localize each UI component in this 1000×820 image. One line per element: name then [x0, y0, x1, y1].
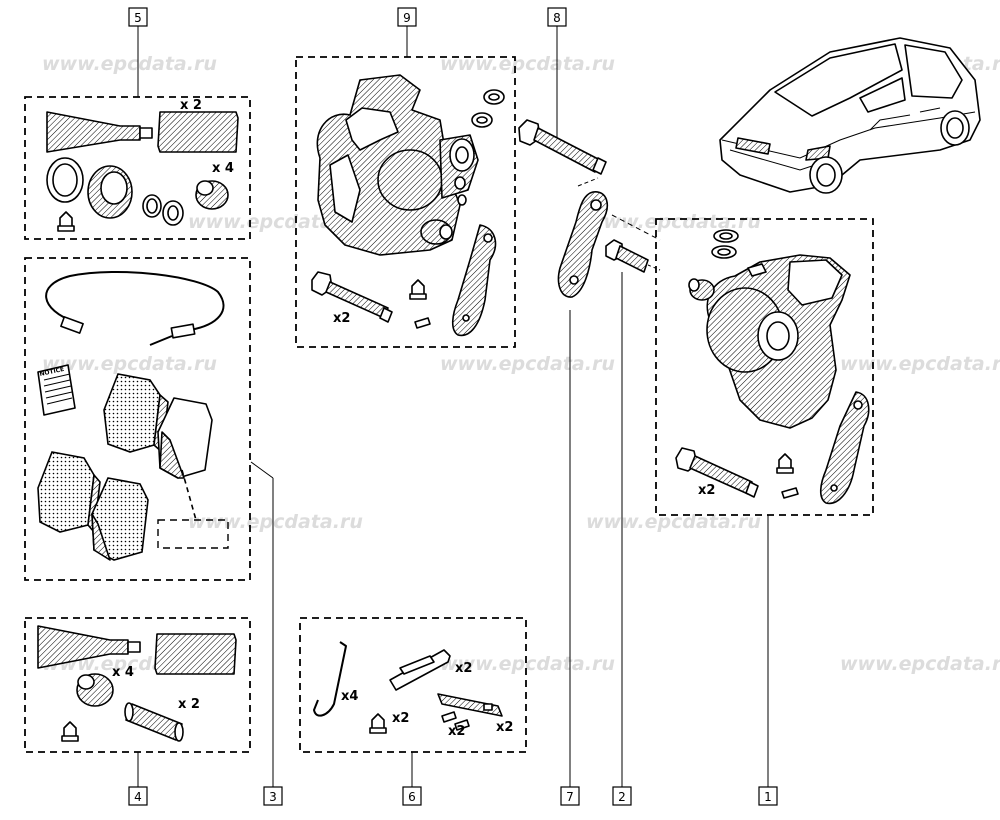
qty-label: x 2: [180, 98, 202, 113]
wear-sensor-wire-icon: [45, 271, 225, 331]
callout-label: 1: [764, 790, 772, 804]
kit-3-parts: NOTICE: [37, 271, 229, 561]
guide-pin-boot-icon: [420, 219, 453, 245]
dust-boot-icon: [195, 180, 229, 210]
qty-label: x2: [333, 311, 350, 326]
mounting-plate-7: [557, 177, 661, 298]
callout-label: 5: [134, 11, 142, 25]
callout-3[interactable]: 3: [263, 786, 283, 806]
kit-6-frame: [299, 617, 527, 753]
caliper-1-frame: [655, 218, 874, 516]
bracket-bolt-icon: [311, 271, 393, 323]
watermark: www.epcdata.ru: [188, 511, 363, 533]
brake-pad-icon: [103, 373, 161, 453]
callout-label: 8: [553, 11, 561, 25]
callout-1[interactable]: 1: [758, 786, 778, 806]
qty-label: x2: [448, 724, 465, 739]
qty-label: x4: [341, 689, 358, 704]
qty-label: x2: [496, 720, 513, 735]
piston-seal-icon: [87, 165, 133, 219]
grease-sachet-icon: [154, 633, 237, 675]
caliper-piston-housing-icon: [706, 287, 799, 373]
watermark: www.epcdata.ru: [440, 53, 615, 75]
callout-7[interactable]: 7: [560, 786, 580, 806]
vehicle-icon: [719, 37, 981, 194]
callout-label: 9: [403, 11, 411, 25]
bracket-bolt-icon: [675, 447, 759, 498]
callout-4[interactable]: 4: [128, 786, 148, 806]
qty-label: x 4: [212, 161, 234, 176]
guide-pin-boot-icon: [688, 278, 715, 301]
watermark: www.epcdata.ru: [840, 353, 1000, 375]
watermark: www.epcdata.ru: [42, 53, 217, 75]
caliper-piston-housing-icon: [377, 134, 479, 211]
brake-pad-icon: [37, 451, 95, 533]
qty-label: x 4: [112, 665, 134, 680]
callout-label: 3: [269, 790, 277, 804]
watermark: www.epcdata.ru: [440, 653, 615, 675]
grease-tube-icon: [37, 625, 129, 669]
kit-5-parts: x 2 x 4: [46, 98, 239, 232]
caliper-9-parts: x2: [311, 74, 505, 337]
watermark: www.epcdata.ru: [840, 653, 1000, 675]
dust-boot-icon: [76, 673, 114, 707]
qty-label: x2: [392, 711, 409, 726]
grease-tube-icon: [46, 111, 141, 153]
watermark: www.epcdata.ru: [188, 211, 363, 233]
notice-booklet-icon: NOTICE: [37, 364, 76, 416]
kit-3-frame: [24, 257, 251, 581]
callout-label: 4: [134, 790, 142, 804]
callout-label: 7: [566, 790, 574, 804]
kit-4-parts: x 4 x 2: [37, 625, 237, 742]
qty-label: x2: [455, 661, 472, 676]
watermark: www.epcdata.ru: [586, 211, 761, 233]
qty-label: x2: [698, 483, 715, 498]
bleed-screw-2: [605, 239, 661, 273]
bleed-cap-icon: [409, 279, 427, 300]
watermark: www.epcdata.ru: [42, 353, 217, 375]
anti-rattle-spring-icon: [313, 641, 347, 717]
callout-2[interactable]: 2: [612, 786, 632, 806]
bleed-cap-icon: [57, 211, 75, 232]
callout-9[interactable]: 9: [397, 7, 417, 27]
pad-wear-plate-icon: [451, 224, 497, 337]
pad-wear-plate-icon: [819, 391, 870, 505]
watermark: www.epcdata.ru: [586, 511, 761, 533]
callout-label: 2: [618, 790, 626, 804]
watermark: www.epcdata.ru: [440, 353, 615, 375]
bleed-cap-icon: [369, 713, 387, 734]
caliper-bolt-8: [518, 119, 607, 175]
bleed-screw-icon: [454, 176, 467, 206]
guide-pin-icon: [124, 702, 184, 742]
callout-6[interactable]: 6: [402, 786, 422, 806]
callout-5[interactable]: 5: [128, 7, 148, 27]
retaining-clip-icon: [389, 649, 451, 691]
bleed-cap-icon: [776, 453, 794, 474]
callout-8[interactable]: 8: [547, 7, 567, 27]
caliper-9-frame: [295, 56, 516, 348]
qty-label: x 2: [178, 697, 200, 712]
bleed-cap-icon: [61, 721, 79, 742]
kit-6-parts: x4 x2 x2 x2 x2: [313, 641, 513, 739]
leader-lines: [137, 26, 769, 787]
grease-sachet-icon: [157, 111, 239, 153]
callout-label: 6: [408, 790, 416, 804]
caliper-1-parts: x2: [675, 229, 870, 505]
